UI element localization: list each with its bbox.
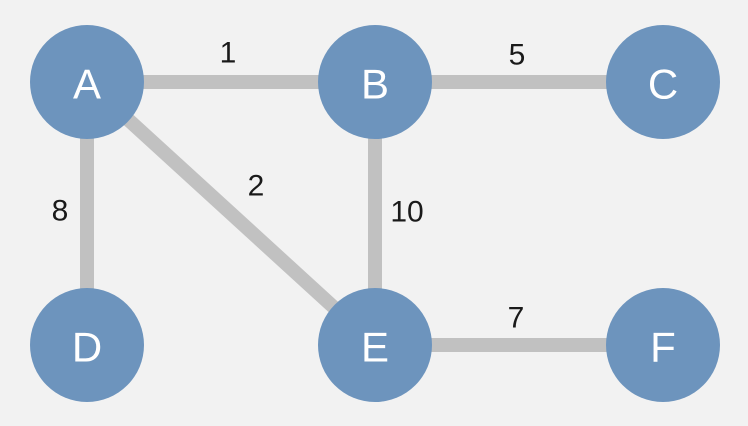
node-A xyxy=(30,25,144,139)
edge-A-E xyxy=(82,76,380,351)
node-label-E: E xyxy=(361,324,389,371)
node-F xyxy=(606,288,720,402)
node-label-C: C xyxy=(648,61,678,108)
node-E xyxy=(318,288,432,402)
edge-weight-A-D: 8 xyxy=(52,195,69,228)
edge-weight-B-C: 5 xyxy=(509,39,526,72)
node-C xyxy=(606,25,720,139)
edge-weight-A-E: 2 xyxy=(248,170,265,203)
node-label-A: A xyxy=(73,61,101,108)
edge-weight-A-B: 1 xyxy=(220,37,237,70)
edge-weight-E-F: 7 xyxy=(508,302,525,335)
node-label-D: D xyxy=(72,324,102,371)
node-B xyxy=(318,25,432,139)
node-D xyxy=(30,288,144,402)
edge-weight-B-E: 10 xyxy=(390,196,423,229)
node-label-B: B xyxy=(361,61,389,108)
node-label-F: F xyxy=(650,324,676,371)
